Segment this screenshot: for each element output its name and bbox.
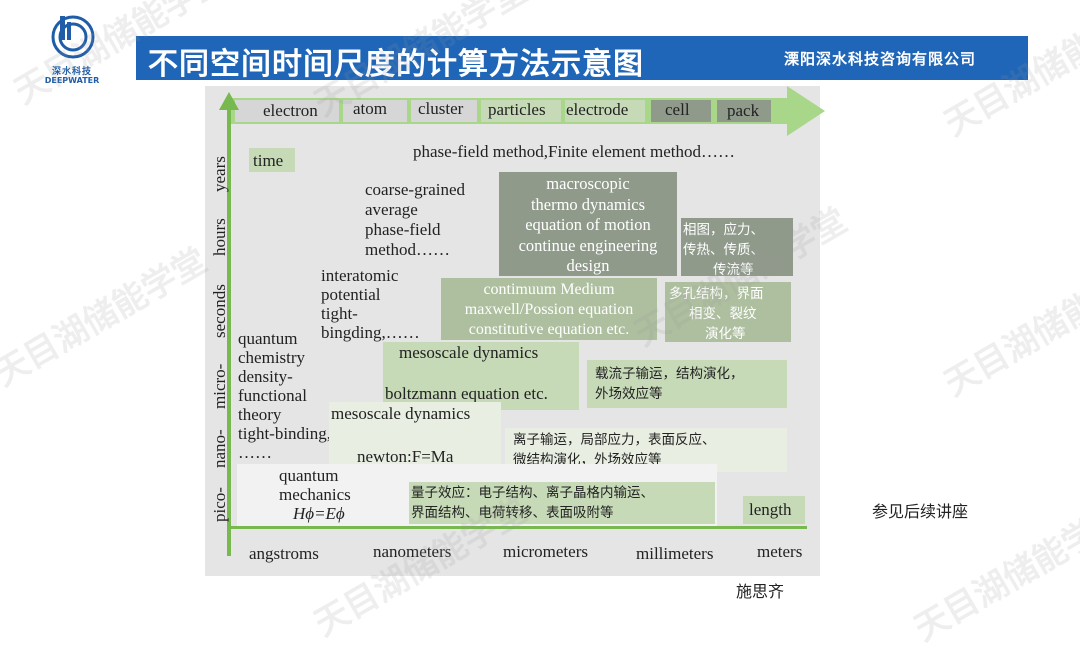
qc-line: quantum <box>238 329 298 348</box>
continuum-box: contimuum Medium maxwell/Possion equatio… <box>441 278 657 340</box>
page-title: 不同空间时间尺度的计算方法示意图 <box>148 47 644 82</box>
time-axis-label-seconds: seconds <box>210 284 229 338</box>
continuum-line: contimuum Medium <box>483 281 615 298</box>
length-axis-label-meters: meters <box>757 542 803 561</box>
arrow-cell-particles <box>481 100 561 122</box>
meso-lower-eq: newton:F=Ma <box>357 447 454 466</box>
logo-cn-text: 深水科技 <box>51 67 92 77</box>
company-name: 溧阳深水科技咨询有限公司 <box>784 50 977 68</box>
time-label: time <box>253 151 284 170</box>
qc-line: chemistry <box>238 348 306 367</box>
continuum-line: maxwell/Possion equation <box>464 301 634 318</box>
qm-cn-box: 量子效应：电子结构、离子晶格内输运、 界面结构、电荷转移、表面吸附等 <box>409 482 715 524</box>
qm-cn-line: 量子效应：电子结构、离子晶格内输运、 <box>411 485 654 501</box>
continuum-line: constitutive equation etc. <box>468 321 630 338</box>
qm-cn-line: 界面结构、电荷转移、表面吸附等 <box>411 505 614 521</box>
author-name: 施思齐 <box>736 582 785 601</box>
interatomic-block: interatomic potential tight- bingding,…… <box>321 266 420 342</box>
qm-line: quantum <box>279 466 339 485</box>
macro-cn-box: 相图，应力、 传热、传质、 传流等 <box>681 218 793 278</box>
interatomic-line: tight- <box>321 304 358 323</box>
arrow-label-electrode: electrode <box>566 100 629 119</box>
arrow-label-pack: pack <box>727 101 760 120</box>
time-axis-label-nano: nano- <box>210 429 229 468</box>
arrow-label-cluster: cluster <box>418 99 464 118</box>
length-axis-label-angstroms: angstroms <box>249 544 319 563</box>
top-method-text: phase-field method,Finite element method… <box>413 142 735 161</box>
meso-upper-cn-line: 载流子输运，结构演化， <box>595 366 744 382</box>
time-axis-label-hours: hours <box>210 218 229 256</box>
qc-line: functional <box>238 386 307 405</box>
meso-upper-cn-line: 外场效应等 <box>595 386 663 402</box>
qm-line: mechanics <box>279 485 351 504</box>
time-axis-label-years: years <box>210 156 229 192</box>
arrow-label-atom: atom <box>353 99 387 118</box>
arrow-label-cell: cell <box>665 100 690 119</box>
time-axis-arrowhead-icon <box>219 92 239 110</box>
interatomic-line: bingding,…… <box>321 323 420 342</box>
meso-upper-title: mesoscale dynamics <box>399 343 539 362</box>
qc-line: tight-binding, <box>238 424 332 443</box>
arrow-label-particles: particles <box>488 100 546 119</box>
arrow-cell-atom <box>343 100 407 122</box>
coarse-line: phase-field <box>365 220 441 239</box>
lecture-note: 参见后续讲座 <box>872 502 969 521</box>
time-axis-label-micro: micro- <box>210 363 229 409</box>
watermark: 天目湖储能学堂 <box>0 240 214 395</box>
time-axis-labels: pico- nano- micro- seconds hours years <box>210 156 229 522</box>
meso-upper-eq: boltzmann equation etc. <box>385 384 548 403</box>
macro-line: macroscopic <box>546 174 630 193</box>
length-axis-label-millimeters: millimeters <box>636 544 714 563</box>
macro-cn-line: 传流等 <box>713 262 754 278</box>
length-axis <box>227 526 807 529</box>
title-bar <box>136 36 1028 80</box>
time-box <box>249 148 295 172</box>
meso-upper-cn-box: 载流子输运，结构演化， 外场效应等 <box>587 360 787 408</box>
length-label: length <box>749 500 792 519</box>
macro-line: equation of motion <box>525 215 651 234</box>
quantum-chemistry-block: quantum chemistry density- functional th… <box>238 329 331 462</box>
macro-line: continue engineering <box>518 235 658 255</box>
interatomic-line: potential <box>321 285 381 304</box>
macro-line: thermo dynamics <box>530 194 646 214</box>
arrow-cell-pack <box>717 100 771 122</box>
time-axis <box>227 108 231 556</box>
arrow-cell-cluster <box>411 100 477 122</box>
qc-line: density- <box>238 367 293 386</box>
continuum-cn-line: 演化等 <box>705 326 746 342</box>
arrow-cell-electron <box>235 100 339 122</box>
macroscopic-box: macroscopic thermo dynamics equation of … <box>499 172 677 276</box>
time-axis-label-pico: pico- <box>210 487 229 522</box>
arrow-label-electron: electron <box>263 101 318 120</box>
mesoscale-upper-box <box>383 342 579 410</box>
mesoscale-lower-box <box>329 402 501 470</box>
length-axis-label-nanometers: nanometers <box>373 542 452 561</box>
macro-cn-line: 相图，应力、 <box>683 222 764 238</box>
company-logo: 深水科技 DEEPWATER <box>42 14 108 94</box>
meso-lower-title: mesoscale dynamics <box>331 404 471 423</box>
logo-en-text: DEEPWATER <box>44 76 100 85</box>
macro-cn-line: 传热、传质、 <box>683 242 764 258</box>
continuum-cn-line: 多孔结构，界面 <box>669 286 764 302</box>
logo-mark-icon <box>51 15 95 59</box>
continuum-cn-line: 相变、裂纹 <box>689 306 757 322</box>
coarse-line: coarse-grained <box>365 180 466 199</box>
continuum-cn-box: 多孔结构，界面 相变、裂纹 演化等 <box>665 282 791 342</box>
interatomic-line: interatomic <box>321 266 399 285</box>
macro-line: design <box>566 256 610 275</box>
coarse-line: method…… <box>365 240 450 259</box>
qc-line: …… <box>238 443 272 462</box>
qm-equation: Hϕ=Eϕ <box>293 504 345 523</box>
coarse-grained-block: coarse-grained average phase-field metho… <box>365 180 465 260</box>
length-axis-label-micrometers: micrometers <box>503 542 588 561</box>
arrow-cell-cell <box>651 100 711 122</box>
qc-line: theory <box>238 405 282 424</box>
coarse-line: average <box>365 200 418 219</box>
meso-lower-cn-line: 离子输运，局部应力，表面反应、 <box>513 432 716 448</box>
scale-figure: electron atom cluster particles electrod… <box>205 86 825 576</box>
length-box <box>743 496 805 524</box>
watermark: 天目湖储能学堂 <box>937 250 1080 405</box>
quantum-mechanics-block: quantum mechanics Hϕ=Eϕ <box>279 466 351 523</box>
arrow-cell-electrode <box>565 100 645 122</box>
